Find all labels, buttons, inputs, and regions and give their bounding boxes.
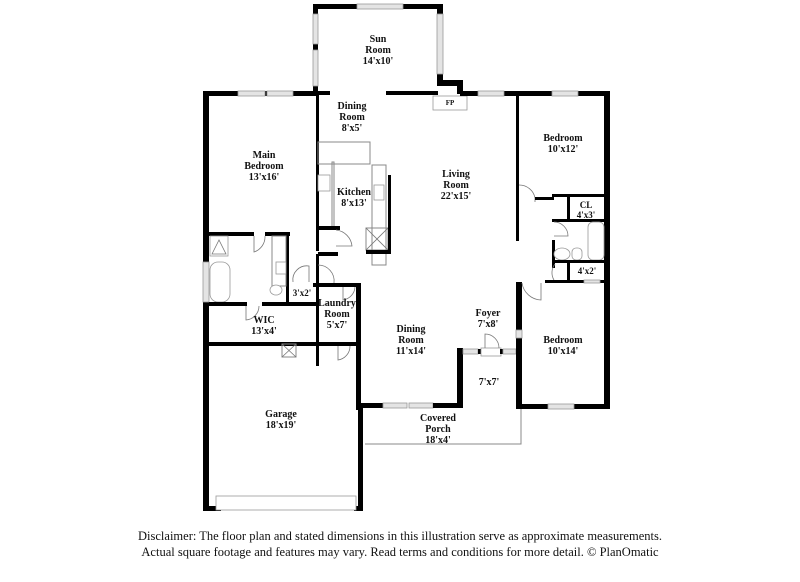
disclaimer-line-2: Actual square footage and features may v… bbox=[141, 545, 659, 559]
room-name: Kitchen bbox=[337, 187, 371, 198]
label-bedroom-lower: Bedroom 10'x14' bbox=[543, 335, 582, 357]
room-dimension: 8'x5' bbox=[341, 123, 363, 134]
label-laundry-room: Laundry Room 5'x7' bbox=[318, 298, 356, 331]
label-half-bath: 3'x2' bbox=[293, 288, 312, 299]
room-dimension: 13'x4' bbox=[251, 326, 277, 337]
room-dimension: 3'x2' bbox=[292, 288, 312, 298]
label-living-room: Living Room 22'x15' bbox=[441, 169, 472, 202]
label-fireplace: FP bbox=[446, 98, 455, 109]
label-closet: CL 4'x3' bbox=[577, 200, 596, 220]
room-name: Covered bbox=[420, 413, 456, 424]
label-dining-room-lower: Dining Room 11'x14' bbox=[396, 324, 426, 357]
room-name: Living bbox=[442, 169, 470, 180]
fireplace-label: FP bbox=[445, 99, 455, 107]
room-name: Room bbox=[365, 45, 391, 56]
room-dimension: 7'x7' bbox=[478, 377, 500, 388]
label-main-bedroom: Main Bedroom 13'x16' bbox=[244, 150, 283, 183]
room-dimension: 22'x15' bbox=[440, 191, 472, 202]
sun-room-walls bbox=[300, 3, 463, 96]
room-name: Main bbox=[252, 150, 276, 161]
room-name: Sun bbox=[369, 34, 387, 45]
room-dimension: 14'x10' bbox=[362, 56, 394, 67]
disclaimer-line-1: Disclaimer: The floor plan and stated di… bbox=[138, 529, 662, 543]
label-bedroom-upper: Bedroom 10'x12' bbox=[543, 133, 582, 155]
room-dimension: 4'x2' bbox=[577, 266, 597, 276]
room-name: Garage bbox=[265, 409, 297, 420]
room-name: Laundry bbox=[318, 298, 356, 309]
label-wic: WIC 13'x4' bbox=[251, 315, 277, 337]
room-name: Room bbox=[398, 335, 424, 346]
room-name: Dining bbox=[396, 324, 426, 335]
room-dimension: 18'x4' bbox=[425, 435, 451, 446]
room-name: Porch bbox=[425, 424, 451, 435]
room-name: Room bbox=[324, 309, 350, 320]
fireplace bbox=[432, 95, 468, 111]
room-dimension: 13'x16' bbox=[248, 172, 280, 183]
room-dimension: 8'x13' bbox=[341, 198, 367, 209]
label-sun-room: Sun Room 14'x10' bbox=[363, 34, 394, 67]
room-name: Bedroom bbox=[244, 161, 284, 172]
label-garage: Garage 18'x19' bbox=[265, 409, 297, 431]
room-dimension: 10'x14' bbox=[547, 346, 579, 357]
label-covered-porch: Covered Porch 18'x4' bbox=[420, 413, 456, 446]
label-dining-room-upper: Dining Room 8'x5' bbox=[338, 101, 367, 134]
room-dimension: 10'x12' bbox=[547, 144, 579, 155]
room-name: Room bbox=[339, 112, 365, 123]
room-name: Foyer bbox=[475, 308, 501, 319]
room-dimension: 5'x7' bbox=[326, 320, 348, 331]
label-closet-small: 4'x2' bbox=[578, 266, 597, 277]
room-dimension: 11'x14' bbox=[395, 346, 427, 357]
room-name: Dining bbox=[337, 101, 367, 112]
label-kitchen: Kitchen 8'x13' bbox=[337, 187, 371, 209]
room-name: Bedroom bbox=[543, 335, 583, 346]
label-entry: 7'x7' bbox=[479, 377, 500, 388]
room-name: CL bbox=[579, 200, 593, 210]
room-dimension: 18'x19' bbox=[265, 420, 297, 431]
room-name: Room bbox=[443, 180, 469, 191]
room-dimension: 7'x8' bbox=[477, 319, 499, 330]
label-foyer: Foyer 7'x8' bbox=[476, 308, 501, 330]
room-name: Bedroom bbox=[543, 133, 583, 144]
room-dimension: 4'x3' bbox=[576, 210, 596, 220]
room-name: WIC bbox=[253, 315, 275, 326]
